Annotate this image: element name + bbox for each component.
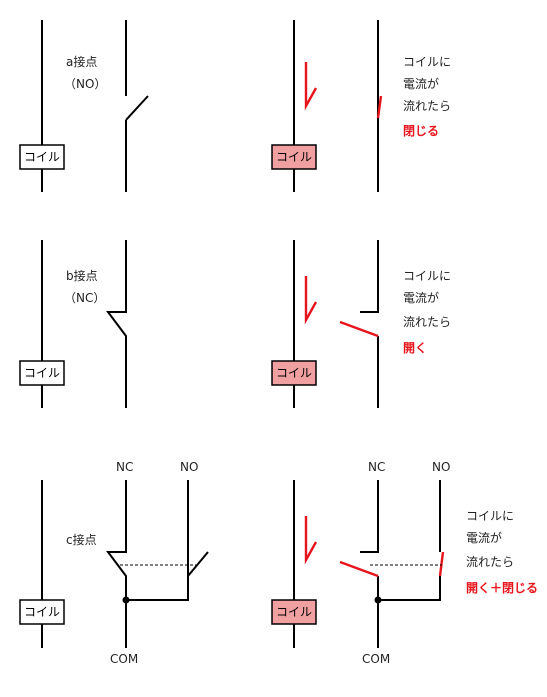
c-com-bridge: [126, 576, 189, 601]
coil-label: コイル: [276, 605, 312, 619]
a-down-arrow-icon: [304, 62, 318, 111]
b-contact-open-blade: [339, 320, 379, 338]
a-contact-closed-blade: [376, 95, 383, 119]
b-caption-line3: 流れたら: [403, 315, 451, 329]
c-nc-label: NC: [116, 460, 133, 474]
b-down-arrow-icon: [304, 276, 318, 325]
a-contact-title: a接点: [66, 54, 97, 69]
coil-box-c-idle: [19, 599, 65, 625]
coil-box-c-active: [271, 599, 317, 625]
b-contact-subtitle: （NC）: [64, 291, 105, 305]
coil-label: コイル: [276, 150, 312, 164]
c-com-label-active: COM: [362, 652, 390, 666]
a-caption-line2-suffix: が: [427, 76, 439, 91]
c-caption-line3: 流れたら: [466, 555, 514, 569]
c-no-closed-blade: [438, 551, 445, 577]
a-caption-line2: 電流が: [403, 76, 439, 91]
b-result: 開く: [403, 341, 427, 355]
a-caption-line2-main: 電流: [403, 77, 427, 91]
c-nc-wire: [106, 480, 127, 648]
b-caption-line2: 電流が: [403, 290, 439, 305]
c-nc-open-blade: [339, 560, 379, 578]
c-down-arrow-icon: [304, 516, 318, 565]
b-caption-line1: コイルに: [403, 269, 451, 283]
c-no-wire: [187, 480, 209, 579]
a-result: 閉じる: [403, 124, 439, 138]
coil-label: コイル: [276, 366, 312, 380]
c-com-junction: [122, 596, 130, 604]
c-result: 開く＋閉じる: [466, 581, 538, 595]
c-nc-label-active: NC: [368, 460, 385, 474]
b-contact-open-upper: [360, 240, 379, 313]
c-no-label-active: NO: [432, 460, 450, 474]
a-caption-line1: コイルに: [403, 55, 451, 69]
a-contact-blade: [125, 95, 149, 121]
coil-box-b-active: [271, 360, 317, 386]
coil-box-a-idle: [19, 144, 65, 170]
coil-label: コイル: [24, 605, 60, 619]
c-contact-title: c接点: [66, 532, 97, 547]
c-com-bridge-active: [378, 576, 441, 601]
a-contact-subtitle: （NO）: [64, 77, 106, 91]
coil-box-b-idle: [19, 360, 65, 386]
coil-box-a-active: [271, 144, 317, 170]
a-caption-line3: 流れたら: [403, 99, 451, 113]
c-nc-open-upper: [360, 480, 379, 553]
c-com-junction-active: [374, 596, 382, 604]
b-contact-wire: [106, 240, 127, 408]
c-caption-line1: コイルに: [466, 509, 514, 523]
c-caption-line2: 電流が: [466, 530, 502, 545]
c-com-label: COM: [110, 652, 138, 666]
coil-label: コイル: [24, 366, 60, 380]
b-contact-title: b接点: [66, 268, 98, 283]
coil-label: コイル: [24, 150, 60, 164]
c-no-label: NO: [180, 460, 198, 474]
